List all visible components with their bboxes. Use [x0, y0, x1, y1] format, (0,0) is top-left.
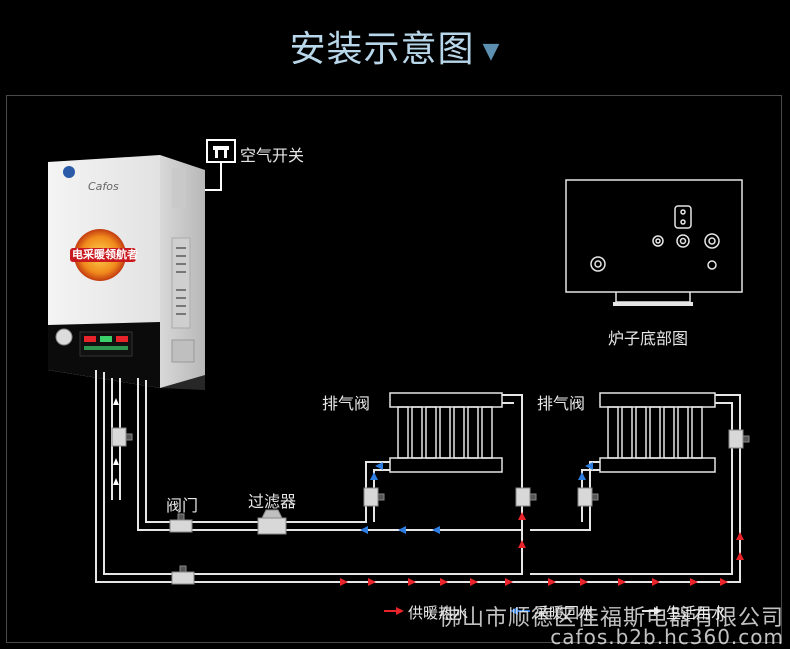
diagram-frame [6, 95, 782, 643]
title-text: 安装示意图 [289, 29, 475, 70]
furnace-bottom-label: 炉子底部图 [608, 329, 689, 348]
valve-icon [577, 487, 593, 507]
boiler-display [79, 331, 133, 357]
boiler [48, 155, 205, 390]
valve-icon [171, 571, 195, 585]
power-inlet-icon [674, 205, 692, 229]
pipe-port-icon [704, 233, 720, 249]
valve-icon [728, 429, 744, 449]
boiler-badge: 电采暖领航者 [72, 248, 138, 261]
legend-return: 采暖回水 [534, 604, 595, 622]
valve-icon [363, 487, 379, 507]
valves [111, 427, 750, 585]
legend-markers [384, 607, 662, 615]
pipe-port-icon [590, 256, 606, 272]
filter-label: 过滤器 [248, 492, 297, 511]
valve-label: 阀门 [166, 496, 199, 515]
flow-arrows-up [113, 398, 119, 485]
valve-icon [515, 487, 531, 507]
air-switch-label: 空气开关 [240, 146, 305, 165]
pipework [95, 370, 741, 583]
air-switch [205, 139, 236, 191]
boiler-brand: Cafos [88, 180, 119, 193]
watermark-url: cafos.b2b.hc360.com [550, 625, 784, 649]
brand-seal-icon [63, 166, 75, 178]
pipe-port-icon [652, 235, 664, 247]
pressure-gauge-icon [55, 328, 73, 346]
vent-valve-label-1: 排气阀 [322, 394, 371, 413]
radiator-1 [389, 392, 503, 473]
watermark-company: 佛山市顺德区佳福斯电器有限公司 [438, 606, 784, 631]
legend-tap: 生活用水 [666, 604, 727, 622]
pipe-port-icon [707, 260, 717, 270]
valve-icon [111, 427, 127, 447]
page-title: 安装示意图 ▼ [0, 20, 790, 72]
furnace-bottom-view [565, 179, 743, 306]
filter [257, 509, 287, 535]
pipe-port-icon [676, 234, 690, 248]
vent-valve-label-2: 排气阀 [537, 394, 586, 413]
radiator-2 [599, 392, 716, 473]
supply-arrows [340, 512, 744, 586]
valve-icon [169, 519, 193, 533]
chevron-down-icon: ▼ [482, 38, 501, 64]
return-arrows [360, 462, 593, 534]
legend-supply: 供暖热水 [408, 604, 469, 622]
